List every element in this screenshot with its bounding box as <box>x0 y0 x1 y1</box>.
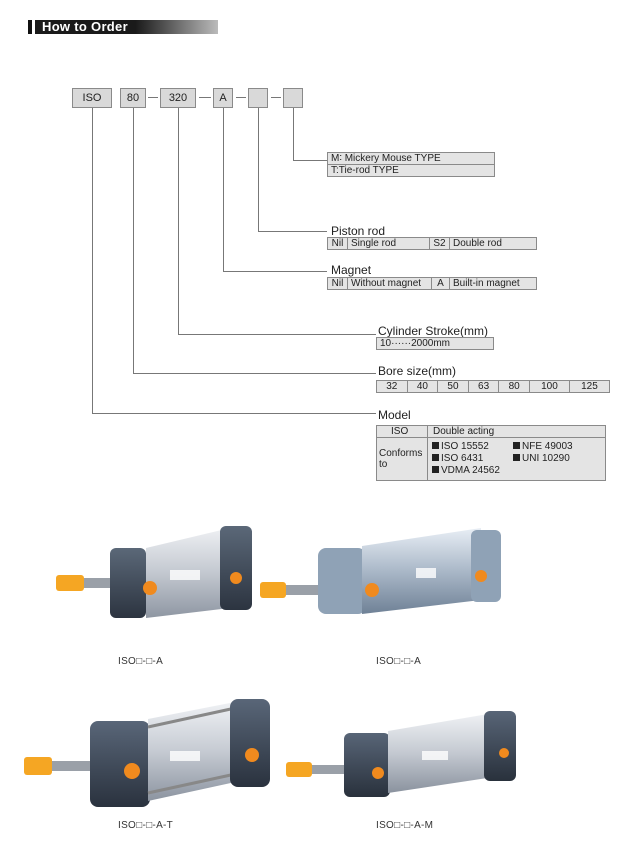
connector-line <box>258 108 259 231</box>
table-cell: 80 <box>498 380 530 393</box>
table-cell: Without magnet <box>347 277 432 290</box>
product-caption: ISO□-□-A <box>376 656 422 667</box>
type-option: T:Tie-rod TYPE <box>327 164 495 177</box>
table-cell: 50 <box>437 380 469 393</box>
model-title: Model <box>378 408 411 422</box>
code-dash <box>148 97 158 98</box>
code-box-type <box>283 88 303 108</box>
table-cell: Built-in magnet <box>449 277 537 290</box>
product-caption: ISO□-□-A-T <box>118 820 174 831</box>
code-box-stroke: 320 <box>160 88 196 108</box>
bore-table: 32 40 50 63 80 100 125 <box>376 380 611 393</box>
model-col2: Double acting <box>433 426 495 437</box>
connector-line <box>258 231 327 232</box>
cylinder-image-2 <box>260 528 501 614</box>
connector-line <box>178 108 179 334</box>
code-box-magnet: A <box>213 88 233 108</box>
standard-text: VDMA 24562 <box>441 465 500 476</box>
code-box-bore: 80 <box>120 88 146 108</box>
connector-line <box>92 108 93 413</box>
table-cell: 100 <box>528 380 570 393</box>
model-col1: ISO <box>391 426 409 437</box>
model-col-divider <box>427 426 428 480</box>
table-cell: 125 <box>568 380 611 393</box>
piston-rod-table: Nil Single rod S2 Double rod <box>327 237 537 250</box>
standard-item: ISO 15552 <box>432 441 489 452</box>
connector-line <box>293 108 294 160</box>
table-cell: A <box>431 277 450 290</box>
code-dash <box>199 97 211 98</box>
bullet-icon <box>432 454 439 461</box>
table-cell: 40 <box>406 380 439 393</box>
table-cell: 32 <box>376 380 408 393</box>
connector-line <box>133 108 134 373</box>
bullet-icon <box>513 454 520 461</box>
connector-line <box>133 373 376 374</box>
code-box-piston-rod <box>248 88 268 108</box>
connector-line <box>92 413 376 414</box>
product-caption: ISO□-□-A <box>118 656 164 667</box>
stroke-title: Cylinder Stroke(mm) <box>378 324 489 338</box>
standard-item: VDMA 24562 <box>432 465 500 476</box>
standard-text: NFE 49003 <box>522 441 573 452</box>
conforms-label: Conforms <box>379 448 423 459</box>
standard-text: ISO 6431 <box>441 453 484 464</box>
magnet-title: Magnet <box>331 263 372 277</box>
standard-item: UNI 10290 <box>513 453 570 464</box>
table-cell: Nil <box>327 277 348 290</box>
conforms-label: to <box>379 459 388 470</box>
connector-line <box>178 334 376 335</box>
table-cell: Double rod <box>449 237 537 250</box>
standard-text: UNI 10290 <box>522 453 570 464</box>
model-header-row <box>377 426 605 438</box>
table-cell: 63 <box>467 380 500 393</box>
code-dash <box>236 97 246 98</box>
table-cell: 10······2000mm <box>376 337 494 350</box>
bullet-icon <box>432 466 439 473</box>
table-cell: Nil <box>327 237 348 250</box>
piston-rod-title: Piston rod <box>331 224 386 238</box>
cylinder-image-4 <box>286 711 516 797</box>
code-dash <box>271 97 281 98</box>
header-bar <box>35 20 218 34</box>
section-header: How to Order <box>28 18 218 36</box>
model-table: ISO Double acting Conforms to ISO 15552 … <box>376 425 606 481</box>
table-cell: S2 <box>429 237 450 250</box>
cylinder-image-1 <box>56 526 252 618</box>
standard-item: ISO 6431 <box>432 453 483 464</box>
product-caption: ISO□-□-A-M <box>376 820 434 831</box>
code-box-model: ISO <box>72 88 112 108</box>
stroke-table: 10······2000mm <box>376 337 494 350</box>
magnet-table: Nil Without magnet A Built-in magnet <box>327 277 537 290</box>
bullet-icon <box>513 442 520 449</box>
section-title: How to Order <box>42 19 128 34</box>
connector-line <box>293 160 327 161</box>
cylinder-image-3 <box>24 699 270 807</box>
bullet-icon <box>432 442 439 449</box>
type-option: M∶ Mickery Mouse TYPE <box>327 152 495 165</box>
standard-text: ISO 15552 <box>441 441 489 452</box>
standard-item: NFE 49003 <box>513 441 573 452</box>
bore-title: Bore size(mm) <box>378 364 457 378</box>
connector-line <box>223 271 327 272</box>
connector-line <box>223 108 224 271</box>
table-cell: Single rod <box>347 237 430 250</box>
header-mark <box>28 20 32 34</box>
type-table: M∶ Mickery Mouse TYPE T:Tie-rod TYPE <box>327 152 495 177</box>
